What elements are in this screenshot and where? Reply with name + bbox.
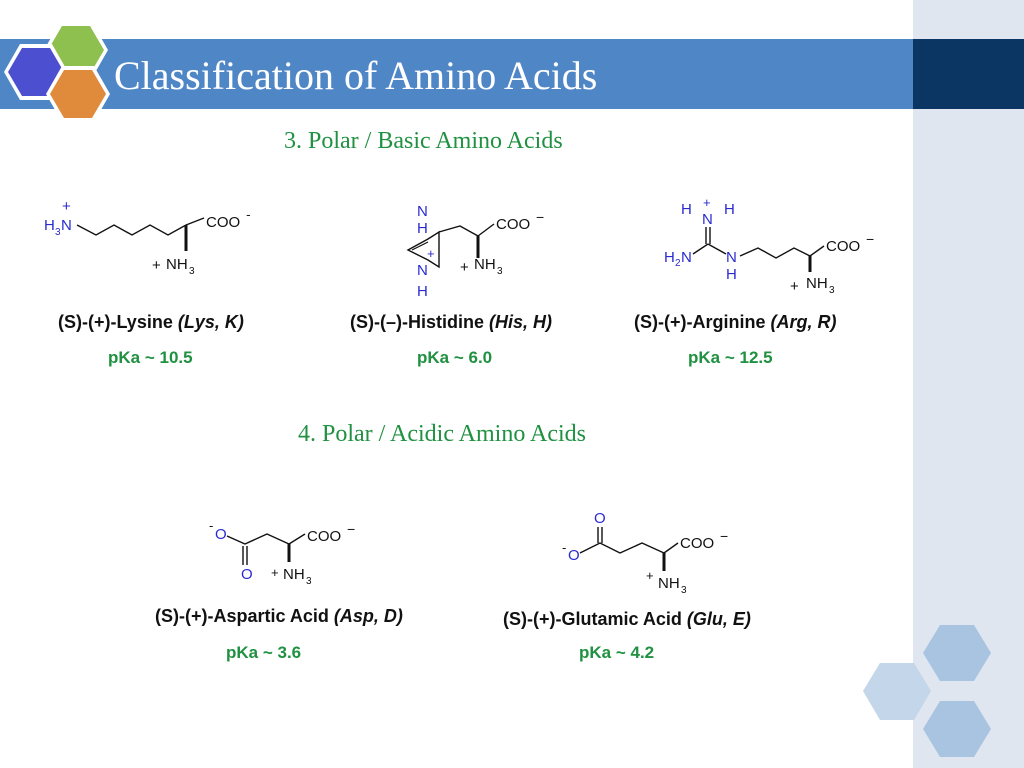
- svg-text:3: 3: [681, 585, 687, 595]
- title-bar: [0, 39, 913, 109]
- title-bar-accent: [913, 39, 1024, 109]
- svg-text:3: 3: [189, 266, 195, 277]
- glutamic-acid-name: (S)-(+)-Glutamic Acid (Glu, E): [503, 609, 751, 629]
- svg-text:2: 2: [675, 258, 681, 269]
- svg-text:−: −: [720, 528, 728, 544]
- svg-text:COO: COO: [826, 238, 860, 255]
- svg-text:H: H: [681, 201, 692, 218]
- svg-text:3: 3: [55, 227, 61, 238]
- svg-text:+: +: [271, 565, 279, 580]
- svg-text:O: O: [241, 566, 253, 583]
- glutamic-acid-pka: pKa ~ 4.2: [579, 643, 655, 662]
- svg-text:H: H: [417, 220, 428, 237]
- svg-text:H: H: [724, 201, 735, 218]
- histidine-name: (S)-(–)-Histidine (His, H): [350, 312, 553, 332]
- svg-text:COO: COO: [496, 216, 530, 233]
- svg-text:H: H: [417, 283, 428, 300]
- svg-text:+: +: [646, 568, 654, 583]
- svg-text:N: N: [417, 203, 428, 220]
- svg-text:-: -: [209, 520, 213, 533]
- svg-text:NH: NH: [283, 566, 305, 583]
- svg-text:3: 3: [306, 576, 312, 587]
- svg-text:−: −: [246, 207, 250, 223]
- decorative-hexagons-icon: [863, 625, 991, 757]
- svg-text:O: O: [594, 510, 606, 527]
- svg-text:NH: NH: [474, 256, 496, 273]
- aspartic-acid-name: (S)-(+)-Aspartic Acid (Asp, D): [155, 606, 403, 626]
- svg-text:NH: NH: [166, 256, 188, 273]
- histidine-pka: pKa ~ 6.0: [417, 348, 493, 367]
- svg-text:H: H: [664, 249, 675, 266]
- logo-hexagons-icon: [4, 22, 110, 120]
- lysine-pka: pKa ~ 10.5: [108, 348, 193, 367]
- svg-text:NH: NH: [658, 575, 680, 592]
- lysine-structure: + H3N COO− + NH3: [44, 198, 250, 277]
- section-heading-acidic: 4. Polar / Acidic Amino Acids: [298, 421, 586, 447]
- svg-text:−: −: [866, 231, 874, 247]
- svg-text:+: +: [427, 246, 435, 261]
- svg-text:+: +: [460, 259, 469, 276]
- svg-text:O: O: [215, 526, 227, 543]
- lysine-name: (S)-(+)-Lysine (Lys, K): [58, 312, 244, 332]
- svg-text:3: 3: [497, 266, 503, 277]
- svg-text:N: N: [726, 249, 737, 266]
- svg-text:COO: COO: [307, 528, 341, 545]
- svg-text:N: N: [681, 249, 692, 266]
- svg-text:O: O: [568, 547, 580, 564]
- svg-text:N: N: [702, 211, 713, 228]
- svg-text:COO: COO: [680, 535, 714, 552]
- arginine-pka: pKa ~ 12.5: [688, 348, 773, 367]
- arginine-name: (S)-(+)-Arginine (Arg, R): [634, 312, 837, 332]
- svg-text:+: +: [790, 278, 799, 295]
- svg-text:H: H: [44, 217, 55, 234]
- svg-text:N: N: [61, 217, 72, 234]
- svg-text:+: +: [152, 257, 161, 274]
- svg-text:−: −: [347, 521, 355, 537]
- svg-text:N: N: [417, 262, 428, 279]
- svg-text:+: +: [703, 196, 711, 210]
- svg-text:COO: COO: [206, 214, 240, 231]
- svg-text:H: H: [726, 266, 737, 283]
- svg-text:3: 3: [829, 285, 835, 296]
- aspartic-acid-pka: pKa ~ 3.6: [226, 643, 302, 662]
- svg-text:NH: NH: [806, 275, 828, 292]
- svg-text:−: −: [536, 209, 544, 225]
- slide-title: Classification of Amino Acids: [114, 53, 598, 98]
- section-heading-basic: 3. Polar / Basic Amino Acids: [284, 128, 563, 154]
- svg-text:-: -: [562, 540, 566, 555]
- svg-text:+: +: [62, 198, 71, 215]
